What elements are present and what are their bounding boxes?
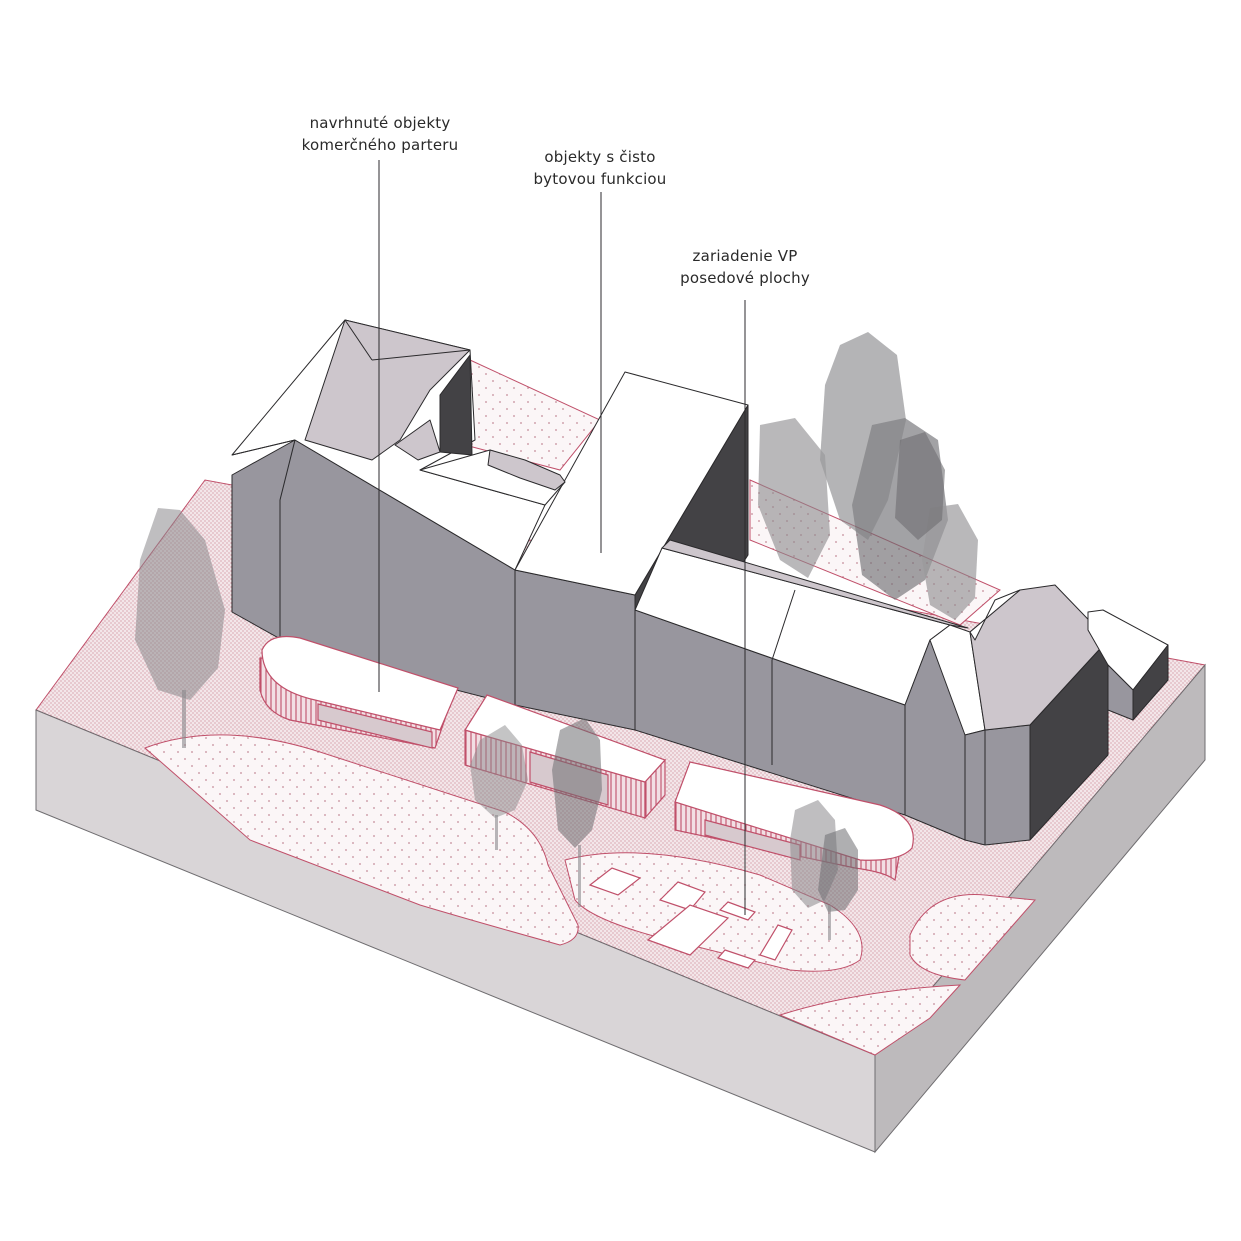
pavilion-right-roof <box>674 761 914 861</box>
label-line: objekty s čisto <box>544 148 656 166</box>
label-line: komerčného parteru <box>301 136 459 154</box>
tree-icon <box>552 718 602 848</box>
back-trees <box>758 332 978 620</box>
seating-platform <box>588 867 642 896</box>
building-center-roof <box>514 371 749 596</box>
front-trees <box>135 508 858 940</box>
tree-icon <box>922 504 978 620</box>
label-line: navrhnuté objekty <box>309 114 451 132</box>
label-residential-objects: objekty s čisto bytovou funkciou <box>495 146 705 190</box>
label-line: posedové plochy <box>680 269 810 287</box>
leader-lines <box>378 160 746 915</box>
building-right-roof-strip <box>661 539 969 629</box>
label-line: zariadenie VP <box>692 247 798 265</box>
seating-platform <box>759 924 793 961</box>
seating-platform <box>646 904 730 956</box>
building-link-wall <box>487 449 566 491</box>
lawn-right <box>909 894 1037 981</box>
tree-icon <box>470 725 528 818</box>
pavilion-right <box>674 761 914 882</box>
building-center-wall-front <box>514 569 636 731</box>
tree-trunk <box>578 845 581 907</box>
tree-icon <box>818 828 858 912</box>
label-seating-areas: zariadenie VP posedové plochy <box>640 245 850 289</box>
gable-house-wall-front <box>964 729 986 846</box>
tree-icon <box>895 432 945 540</box>
building-right <box>634 539 1169 846</box>
pavilion-left-glass <box>317 703 433 749</box>
pavilion-left <box>259 635 459 749</box>
tree-icon <box>135 508 225 700</box>
lawn-bottom <box>778 984 962 1056</box>
seating-areas <box>588 867 793 969</box>
seating-platform <box>658 881 707 911</box>
tree-trunk <box>828 905 831 940</box>
tree-trunk <box>495 815 498 850</box>
end-house-wall-dark <box>1132 644 1169 721</box>
seating-platform <box>718 901 757 921</box>
seating-platform <box>716 949 757 969</box>
tree-trunk <box>182 690 186 748</box>
gable-house-roof-white <box>969 589 1021 641</box>
building-left-inner-step <box>394 419 441 461</box>
lawn-left <box>144 734 579 946</box>
gable-house-wall-front2 <box>984 724 1031 846</box>
building-left <box>231 319 546 706</box>
tree-icon <box>758 418 830 578</box>
label-line: bytovou funkciou <box>533 170 667 188</box>
pavilion-left-roof <box>261 635 459 731</box>
lawn-center <box>564 852 863 972</box>
ground-side-right <box>874 663 1206 1154</box>
label-commercial-parterre: navrhnuté objekty komerčného parteru <box>270 112 490 156</box>
